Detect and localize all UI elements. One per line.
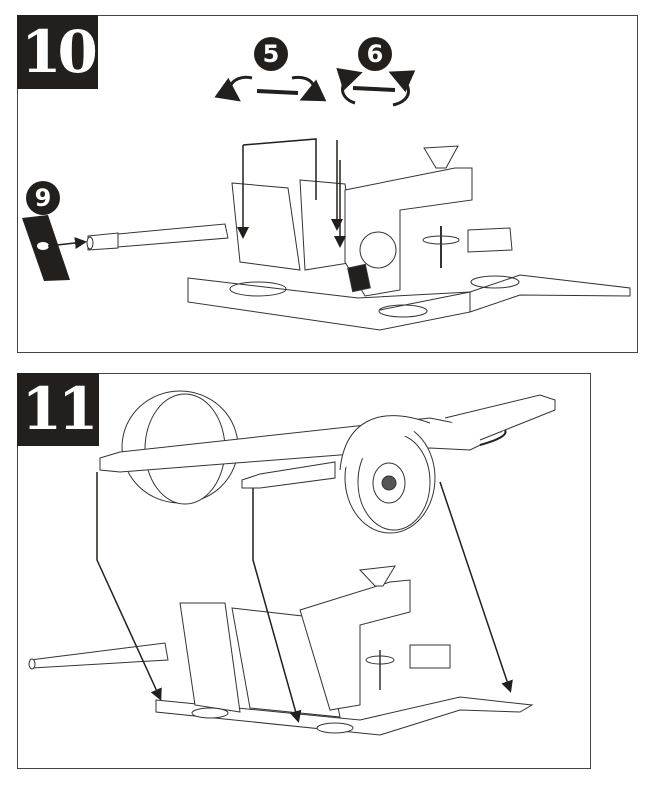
callout-badge-6: 6	[358, 37, 392, 71]
rotate-icon-6	[336, 67, 416, 107]
gun-barrel-step10	[86, 223, 229, 251]
callout-badge-5: 5	[254, 37, 288, 71]
gun-mount-step11	[28, 565, 534, 736]
assembly-arrows-step11	[96, 472, 513, 723]
step-number-11: 11	[17, 373, 99, 446]
part-9-plate	[22, 215, 87, 281]
assembly-arrows-step10	[237, 138, 346, 248]
rotate-icon-5	[214, 75, 327, 102]
trailer-chassis	[99, 390, 556, 534]
step-number-10: 10	[17, 15, 98, 89]
gun-mount-step10	[187, 145, 631, 331]
callout-badge-9: 9	[26, 181, 60, 215]
